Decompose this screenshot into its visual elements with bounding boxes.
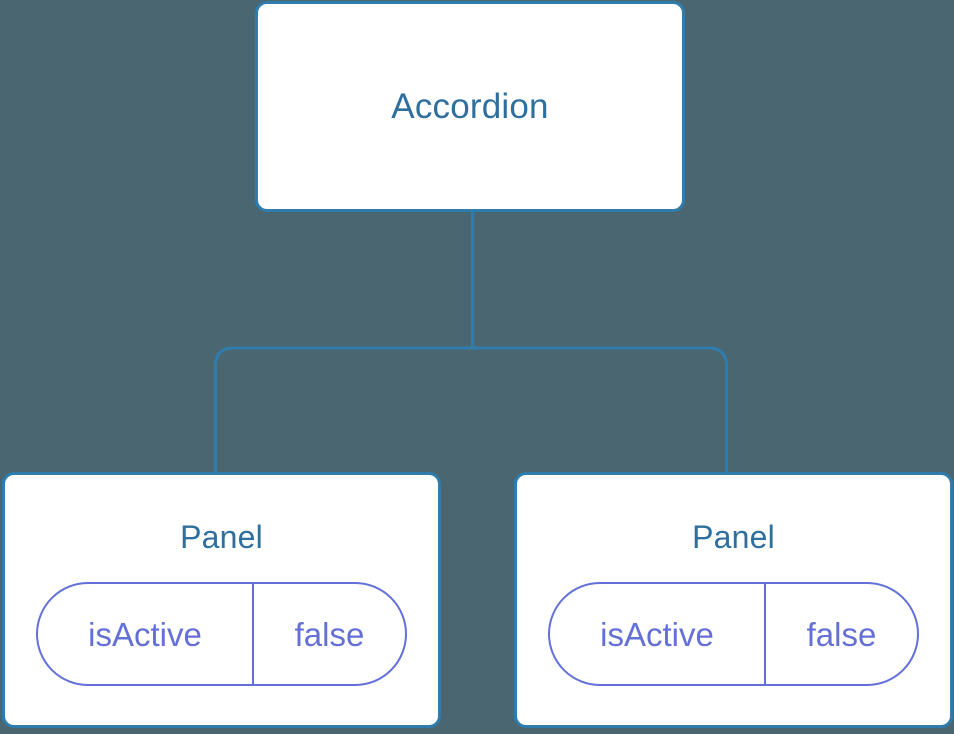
node-panel-0-prop-key: isActive bbox=[38, 584, 254, 684]
node-panel-0[interactable]: Panel isActive false bbox=[2, 472, 441, 728]
node-accordion-title: Accordion bbox=[391, 87, 549, 126]
node-panel-1-prop-value: false bbox=[806, 615, 877, 653]
edge-branch bbox=[214, 346, 728, 473]
node-accordion[interactable]: Accordion bbox=[255, 1, 685, 212]
node-panel-1-prop-pill[interactable]: isActive false bbox=[548, 582, 919, 686]
node-panel-1-prop-key: isActive bbox=[550, 584, 766, 684]
node-panel-1[interactable]: Panel isActive false bbox=[514, 472, 953, 728]
node-panel-0-title: Panel bbox=[180, 519, 263, 555]
node-panel-0-prop-pill[interactable]: isActive false bbox=[36, 582, 407, 686]
node-panel-0-prop-value: false bbox=[294, 615, 365, 653]
node-panel-1-title: Panel bbox=[692, 519, 775, 555]
